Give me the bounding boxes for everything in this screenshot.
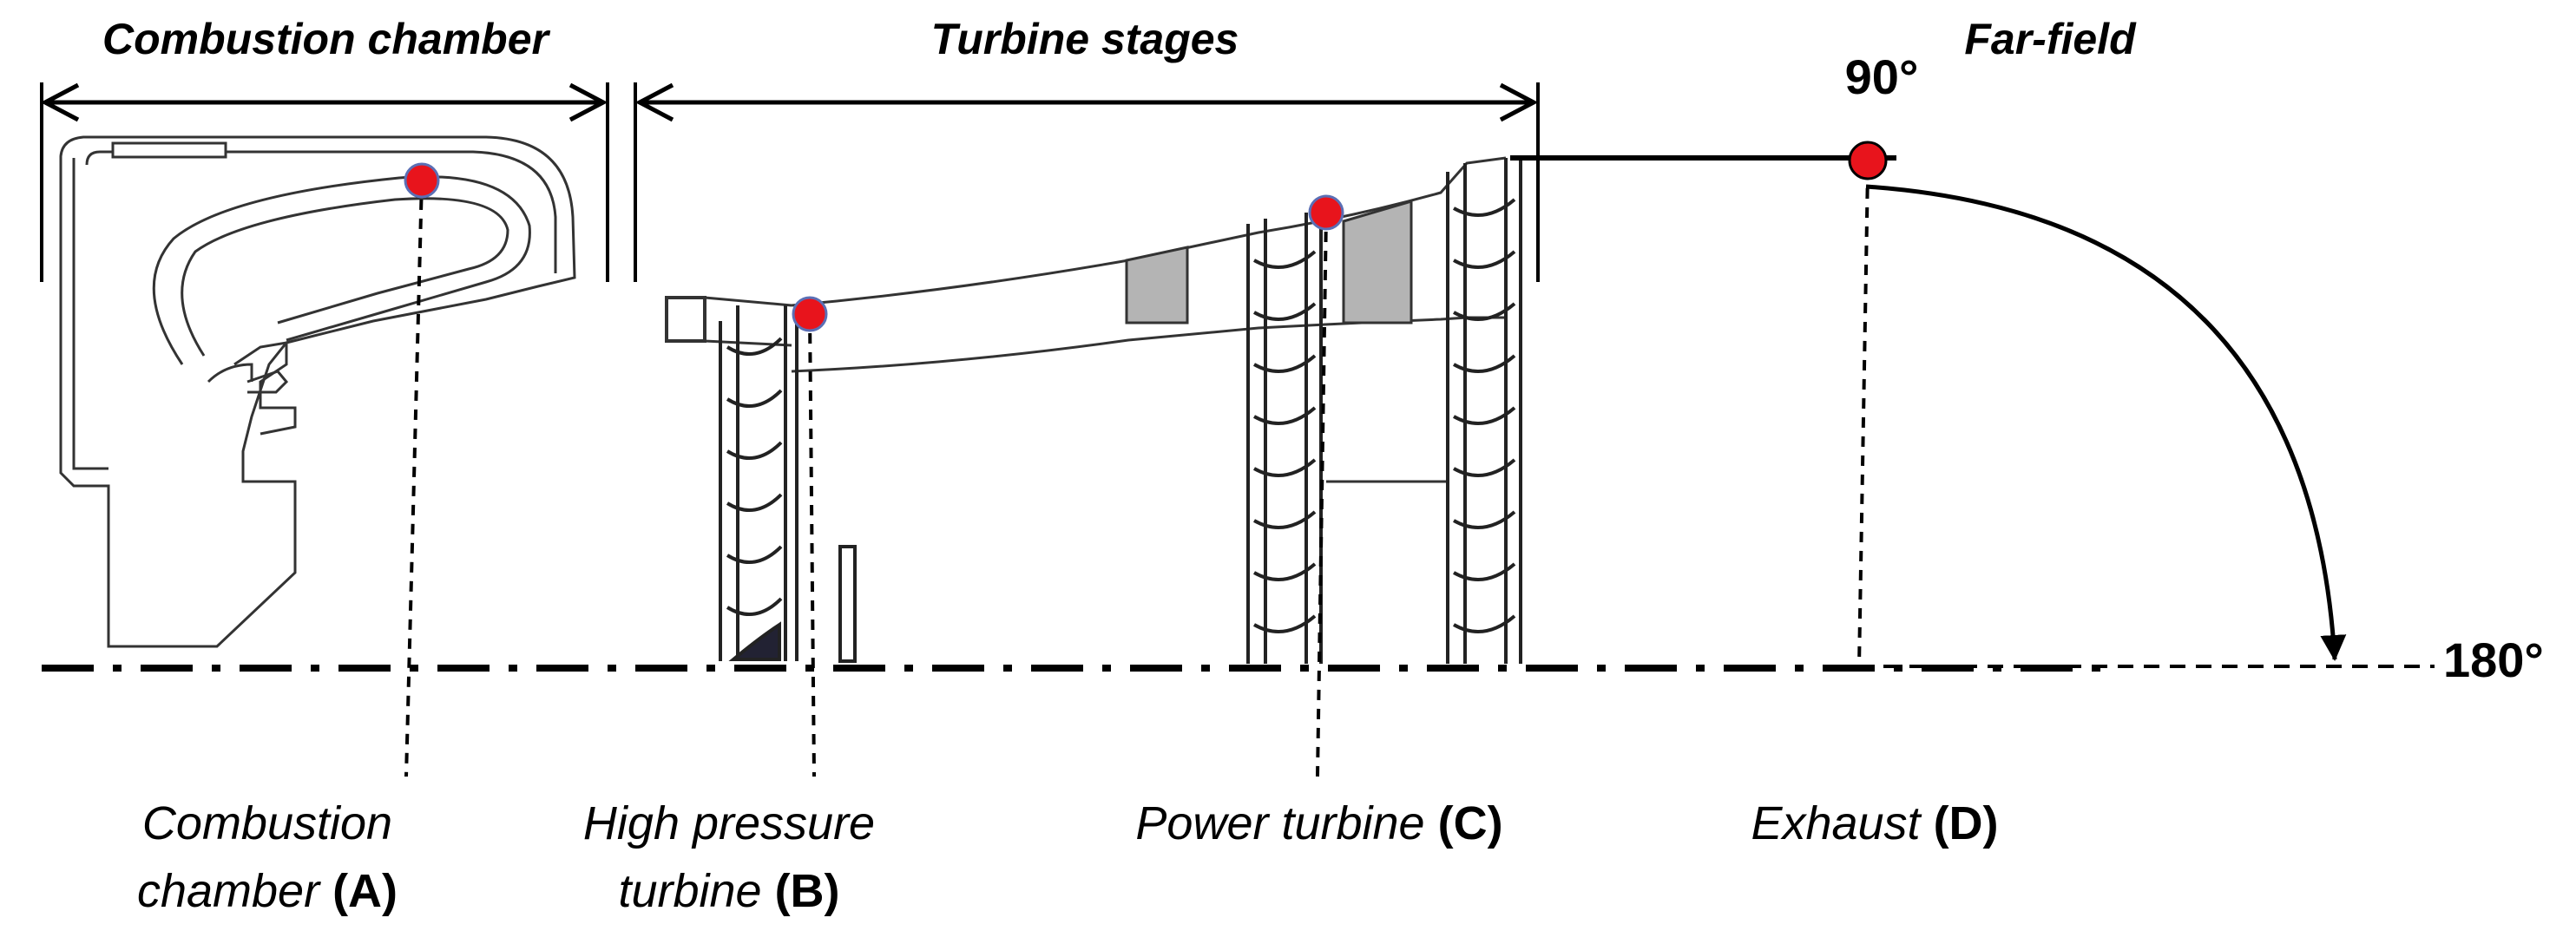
section-boundaries [40, 82, 1540, 282]
angle-90-label: 90° [1845, 49, 1919, 104]
combustion-chamber-header: Combustion chamber [102, 15, 550, 63]
label-d: Exhaust (D) [1751, 797, 1998, 849]
turbine-flow-path [665, 156, 1507, 483]
turbine-stages-header: Turbine stages [931, 15, 1239, 63]
label-a-line2: chamber (A) [137, 865, 398, 917]
point-d-marker [1848, 141, 1888, 180]
power-turbine-rotor [1246, 213, 1323, 664]
label-a-line1: Combustion [142, 797, 392, 849]
far-field-header: Far-field [1964, 15, 2137, 63]
turbine-span-arrow [634, 82, 1539, 122]
label-b-line2: turbine (B) [618, 865, 839, 917]
combustion-span-arrow [40, 82, 608, 122]
label-c: Power turbine (C) [1135, 797, 1502, 849]
label-b-line1: High pressure [583, 797, 875, 849]
point-b-marker [792, 296, 828, 332]
angle-180-label: 180° [2443, 633, 2544, 687]
combustion-chamber-drawing [59, 135, 576, 648]
point-c-marker [1308, 194, 1344, 231]
point-a-marker [404, 162, 440, 199]
leader-lines [404, 168, 1870, 777]
hp-turbine-rotor [719, 305, 857, 663]
exit-rotor [1446, 158, 1522, 664]
far-field-line [1510, 155, 2347, 661]
measurement-points [404, 141, 1888, 332]
